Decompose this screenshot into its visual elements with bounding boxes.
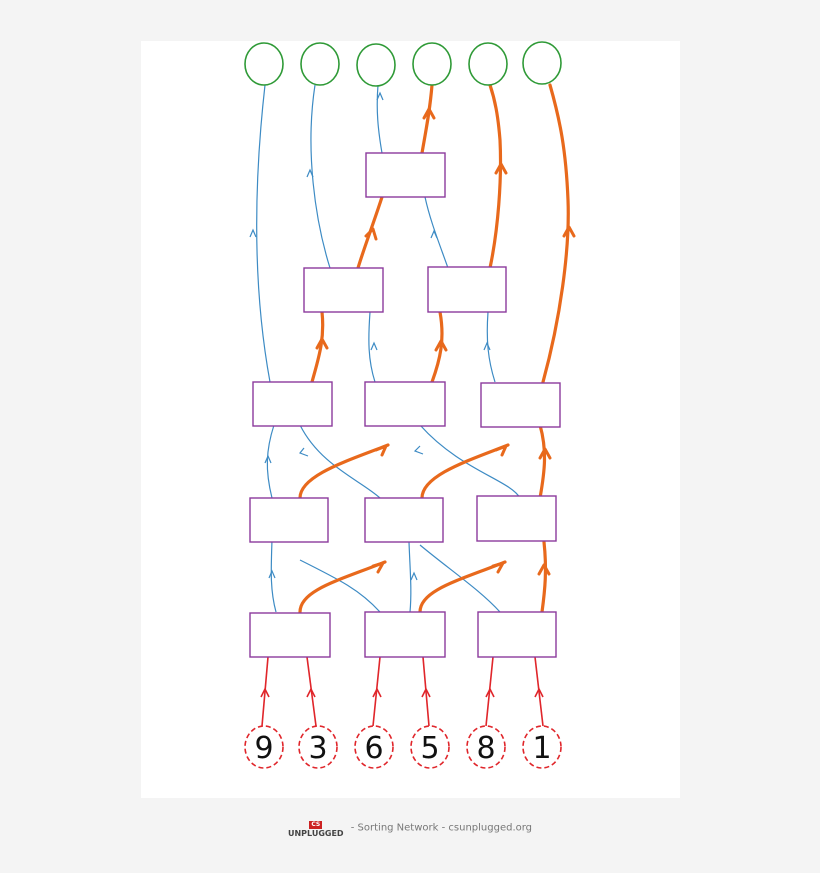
output-circle-4 — [412, 42, 452, 86]
path-orange-11 — [488, 83, 503, 270]
path-orange-5 — [540, 540, 548, 614]
highlight-arrowheads — [315, 107, 576, 576]
input-arrow-6 — [534, 656, 544, 727]
comparators — [249, 152, 561, 658]
comparator-box — [249, 612, 331, 658]
path-orange-2 — [298, 443, 390, 500]
path-orange-8 — [430, 310, 444, 384]
input-circle-3 — [354, 725, 394, 769]
output-circle-2 — [300, 42, 340, 86]
input-arrow-4 — [422, 656, 430, 727]
input-circle-1 — [244, 725, 284, 769]
output-circles — [244, 41, 562, 87]
input-labels: 9 3 6 5 8 1 — [254, 731, 551, 766]
comparator-box — [480, 382, 561, 428]
footer-caption: - Sorting Network - csunplugged.org — [350, 822, 533, 834]
input-arrow-1 — [261, 656, 269, 727]
path-orange-9 — [541, 83, 570, 384]
output-circle-3 — [356, 43, 396, 87]
path-blue-11 — [486, 311, 496, 383]
comparator-box — [364, 497, 444, 543]
comparator-box — [427, 266, 507, 313]
input-circle-6 — [522, 725, 562, 769]
path-orange-6 — [538, 423, 547, 500]
path-blue-5 — [419, 544, 501, 613]
input-arrows — [261, 656, 544, 727]
path-orange-12 — [420, 83, 434, 155]
logo-unplugged-text: UNPLUGGED — [287, 829, 344, 838]
input-circle-4 — [410, 725, 450, 769]
path-blue-14 — [376, 84, 383, 154]
input-value-6: 1 — [532, 731, 551, 766]
thin-arrowheads — [249, 91, 491, 581]
footer: CS UNPLUGGED - Sorting Network - csunplu… — [0, 818, 820, 838]
path-blue-7 — [299, 424, 381, 499]
output-circle-5 — [468, 42, 508, 86]
path-blue-1 — [270, 539, 277, 613]
input-value-1: 9 — [254, 731, 273, 766]
path-blue-13 — [424, 196, 449, 269]
path-orange-3 — [418, 560, 507, 614]
comparator-box — [364, 381, 446, 427]
output-circle-6 — [522, 41, 562, 85]
input-circle-2 — [298, 725, 338, 769]
path-blue-12 — [310, 84, 331, 269]
path-blue-8 — [419, 424, 521, 499]
path-blue-3 — [299, 559, 381, 613]
thin-paths — [256, 84, 521, 613]
cs-unplugged-logo: CS UNPLUGGED — [288, 818, 344, 838]
comparator-box — [365, 152, 446, 198]
path-orange-1 — [298, 560, 387, 614]
comparator-box — [249, 497, 329, 543]
logo-cs-badge: CS — [309, 821, 323, 829]
output-circle-1 — [244, 42, 284, 86]
comparator-box — [303, 267, 384, 313]
path-blue-4 — [408, 541, 412, 613]
path-blue-10 — [368, 311, 376, 383]
comparator-box — [476, 495, 557, 542]
comparator-box — [477, 611, 557, 658]
input-circles — [244, 725, 562, 769]
path-blue-9 — [256, 84, 271, 383]
path-orange-7 — [310, 310, 325, 384]
comparator-box — [364, 611, 446, 658]
input-arrowheads — [260, 687, 544, 698]
path-blue-6 — [266, 424, 275, 499]
comparator-box — [252, 381, 333, 427]
input-circle-5 — [466, 725, 506, 769]
input-value-3: 6 — [364, 731, 383, 766]
input-value-4: 5 — [420, 731, 439, 766]
input-value-2: 3 — [308, 731, 327, 766]
input-value-5: 8 — [476, 731, 495, 766]
path-orange-4 — [420, 443, 510, 500]
